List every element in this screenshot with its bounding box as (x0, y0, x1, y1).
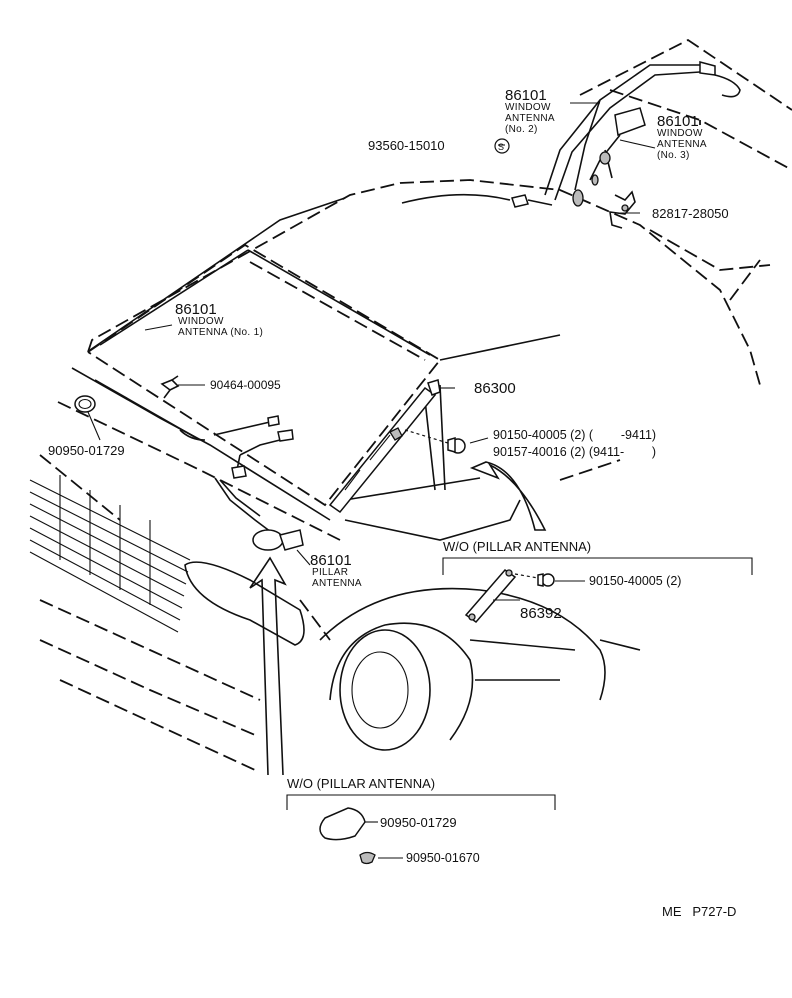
arrow-to-plug-section (249, 556, 287, 776)
label-90950-01670: 90950-01670 (406, 851, 480, 865)
svg-text:ANTENNA: ANTENNA (657, 139, 707, 150)
svg-text:WINDOW: WINDOW (657, 128, 703, 139)
label-90464: 90464-00095 (210, 378, 281, 392)
label-90950-01729: 90950-01729 (380, 815, 457, 830)
section-title: W/O (PILLAR ANTENNA) (287, 776, 435, 791)
svg-text:(No. 2): (No. 2) (505, 124, 538, 135)
section-plugs: W/O (PILLAR ANTENNA) 90950-01729 90950-0… (286, 776, 556, 865)
label-93560: 93560-15010 S (368, 138, 510, 154)
label-window-antenna-no1: 86101 WINDOW ANTENNA (No. 1) (175, 301, 263, 338)
connector-93560-part (511, 194, 553, 208)
label-window-antenna-no3: 86101 WINDOW ANTENNA (No. 3) (657, 113, 707, 161)
svg-text:S: S (498, 142, 504, 152)
svg-text:ANTENNA (No. 1): ANTENNA (No. 1) (178, 327, 263, 338)
svg-text:ANTENNA: ANTENNA (505, 113, 555, 124)
svg-text:90150-40005 (2) ( -9411: 90150-40005 (2) ( -9411) (493, 428, 656, 442)
svg-text:WINDOW: WINDOW (505, 102, 551, 113)
arrow-to-pillar-section (469, 461, 547, 531)
part-number: 86101 (657, 113, 699, 130)
headlight (184, 561, 305, 646)
standard-part-mark-icon (494, 138, 510, 154)
bracket-82817-part (609, 190, 636, 229)
section-title: W/O (PILLAR ANTENNA) (443, 539, 591, 554)
bolt-90150-cover-part (514, 573, 555, 587)
pillar-antenna-part (214, 379, 441, 551)
front-wheel (339, 629, 431, 751)
svg-text:90157-40016 (2) (9411-: 90157-40016 (2) (9411- ) (493, 445, 656, 459)
grille (29, 475, 191, 633)
svg-text:93560-15010: 93560-15010 (368, 138, 445, 153)
diagram-code: ME P727-D (662, 904, 736, 919)
label-bolts: 90150-40005 (2) ( -9411) 90157-40016 (2)… (493, 428, 656, 459)
plug-90950-01670-part (359, 851, 376, 865)
window-antenna-no1-part (213, 415, 294, 479)
label-86392: 86392 (520, 605, 562, 622)
car-body-outline (29, 38, 792, 771)
bolt-90150-part (404, 429, 466, 454)
plug-90950-front-part (74, 395, 96, 413)
part-number: 86101 (505, 87, 547, 104)
part-number: 86101 (310, 552, 352, 569)
label-82817: 82817-28050 (652, 206, 729, 221)
svg-text:ANTENNA: ANTENNA (312, 578, 362, 589)
svg-text:PILLAR: PILLAR (312, 567, 348, 578)
label-90150-cover: 90150-40005 (2) (589, 574, 681, 588)
plug-90950-01729-part (319, 807, 366, 841)
window-antenna-no2-part (544, 61, 741, 201)
label-window-antenna-no2: 86101 WINDOW ANTENNA (No. 2) (505, 87, 555, 135)
svg-text:(No. 3): (No. 3) (657, 150, 690, 161)
part-number: 86101 (175, 301, 217, 318)
section-pillar-cover: W/O (PILLAR ANTENNA) 90150-40005 (2) 863… (442, 539, 753, 624)
svg-text:WINDOW: WINDOW (178, 316, 224, 327)
label-86300: 86300 (474, 380, 516, 397)
label-90950-front: 90950-01729 (48, 443, 125, 458)
label-pillar-antenna: 86101 PILLAR ANTENNA (310, 552, 362, 589)
clip-90464-part (160, 375, 180, 399)
cover-86392-part (464, 568, 517, 624)
window-antenna-no3-part (572, 99, 646, 207)
leader-lines (87, 102, 656, 566)
